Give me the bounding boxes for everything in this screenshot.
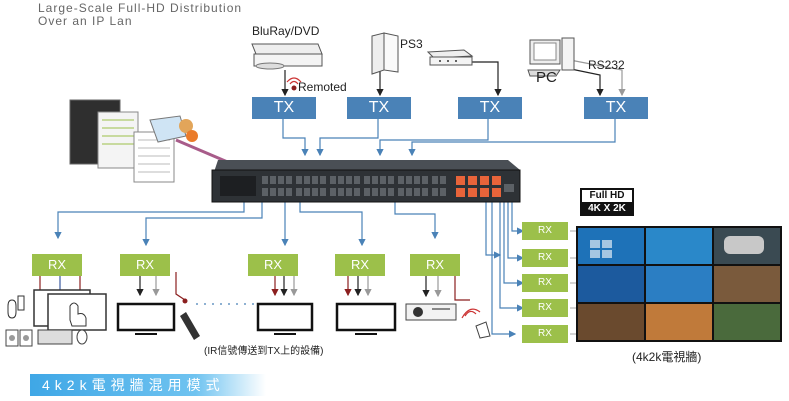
title-line-1: Large-Scale Full-HD Distribution [38, 1, 243, 15]
rx-box-1: RX [32, 254, 82, 276]
fullhd-badge [580, 188, 634, 216]
rx-box-4: RX [335, 254, 385, 276]
switch-to-rx-links [54, 202, 439, 247]
software-screenshot-icon [69, 99, 198, 183]
laptop-link [175, 138, 231, 165]
ps3-device-icon [426, 49, 474, 66]
mode-banner: 4k2k電視牆混用模式 [30, 374, 266, 396]
rx-box-2: RX [120, 254, 170, 276]
fullhd-subtext: 4K X 2K [588, 203, 626, 214]
tx-box-3: TX [458, 97, 522, 119]
remote-signal-icon [286, 77, 302, 85]
ir-signal-icon [461, 308, 481, 319]
ir-remote-icon [180, 298, 200, 340]
rx-box-3: RX [248, 254, 298, 276]
tx-to-switch-links [282, 119, 616, 157]
ir-note: (IR信號傳送到TX上的設備) [204, 346, 324, 357]
ps3-label: PS3 [400, 37, 423, 51]
projector-icon [405, 303, 457, 321]
rx-wall-3: RX [522, 274, 568, 292]
rx-wall-5: RX [522, 325, 568, 343]
rx-wall-1: RX [522, 222, 568, 240]
tx-box-2: TX [347, 97, 411, 119]
tx-box-1: TX [252, 97, 316, 119]
remoted-label: Remoted [298, 80, 347, 94]
rx-box-5: RX [410, 254, 460, 276]
video-wall-icon [576, 226, 782, 342]
bluray-label: BluRay/DVD [252, 24, 320, 38]
rs232-label: RS232 [588, 58, 625, 72]
videowall-caption: (4k2k電視牆) [632, 350, 702, 364]
ps3-icon [371, 32, 399, 75]
pc-icon [527, 37, 575, 77]
pc-label: PC [536, 69, 557, 86]
switch-to-wall-links [485, 196, 525, 338]
fullhd-text: Full HD [589, 190, 625, 201]
tx-box-4: TX [584, 97, 648, 119]
network-switch-icon [211, 160, 521, 203]
bluray-icon [251, 43, 323, 70]
source-links [281, 59, 626, 97]
tv-monitors [116, 302, 397, 332]
title-line-2: Over an IP Lan [38, 14, 133, 28]
rx-wall-2: RX [522, 249, 568, 267]
rx-wall-4: RX [522, 299, 568, 317]
desktop-station-icon [5, 289, 107, 347]
